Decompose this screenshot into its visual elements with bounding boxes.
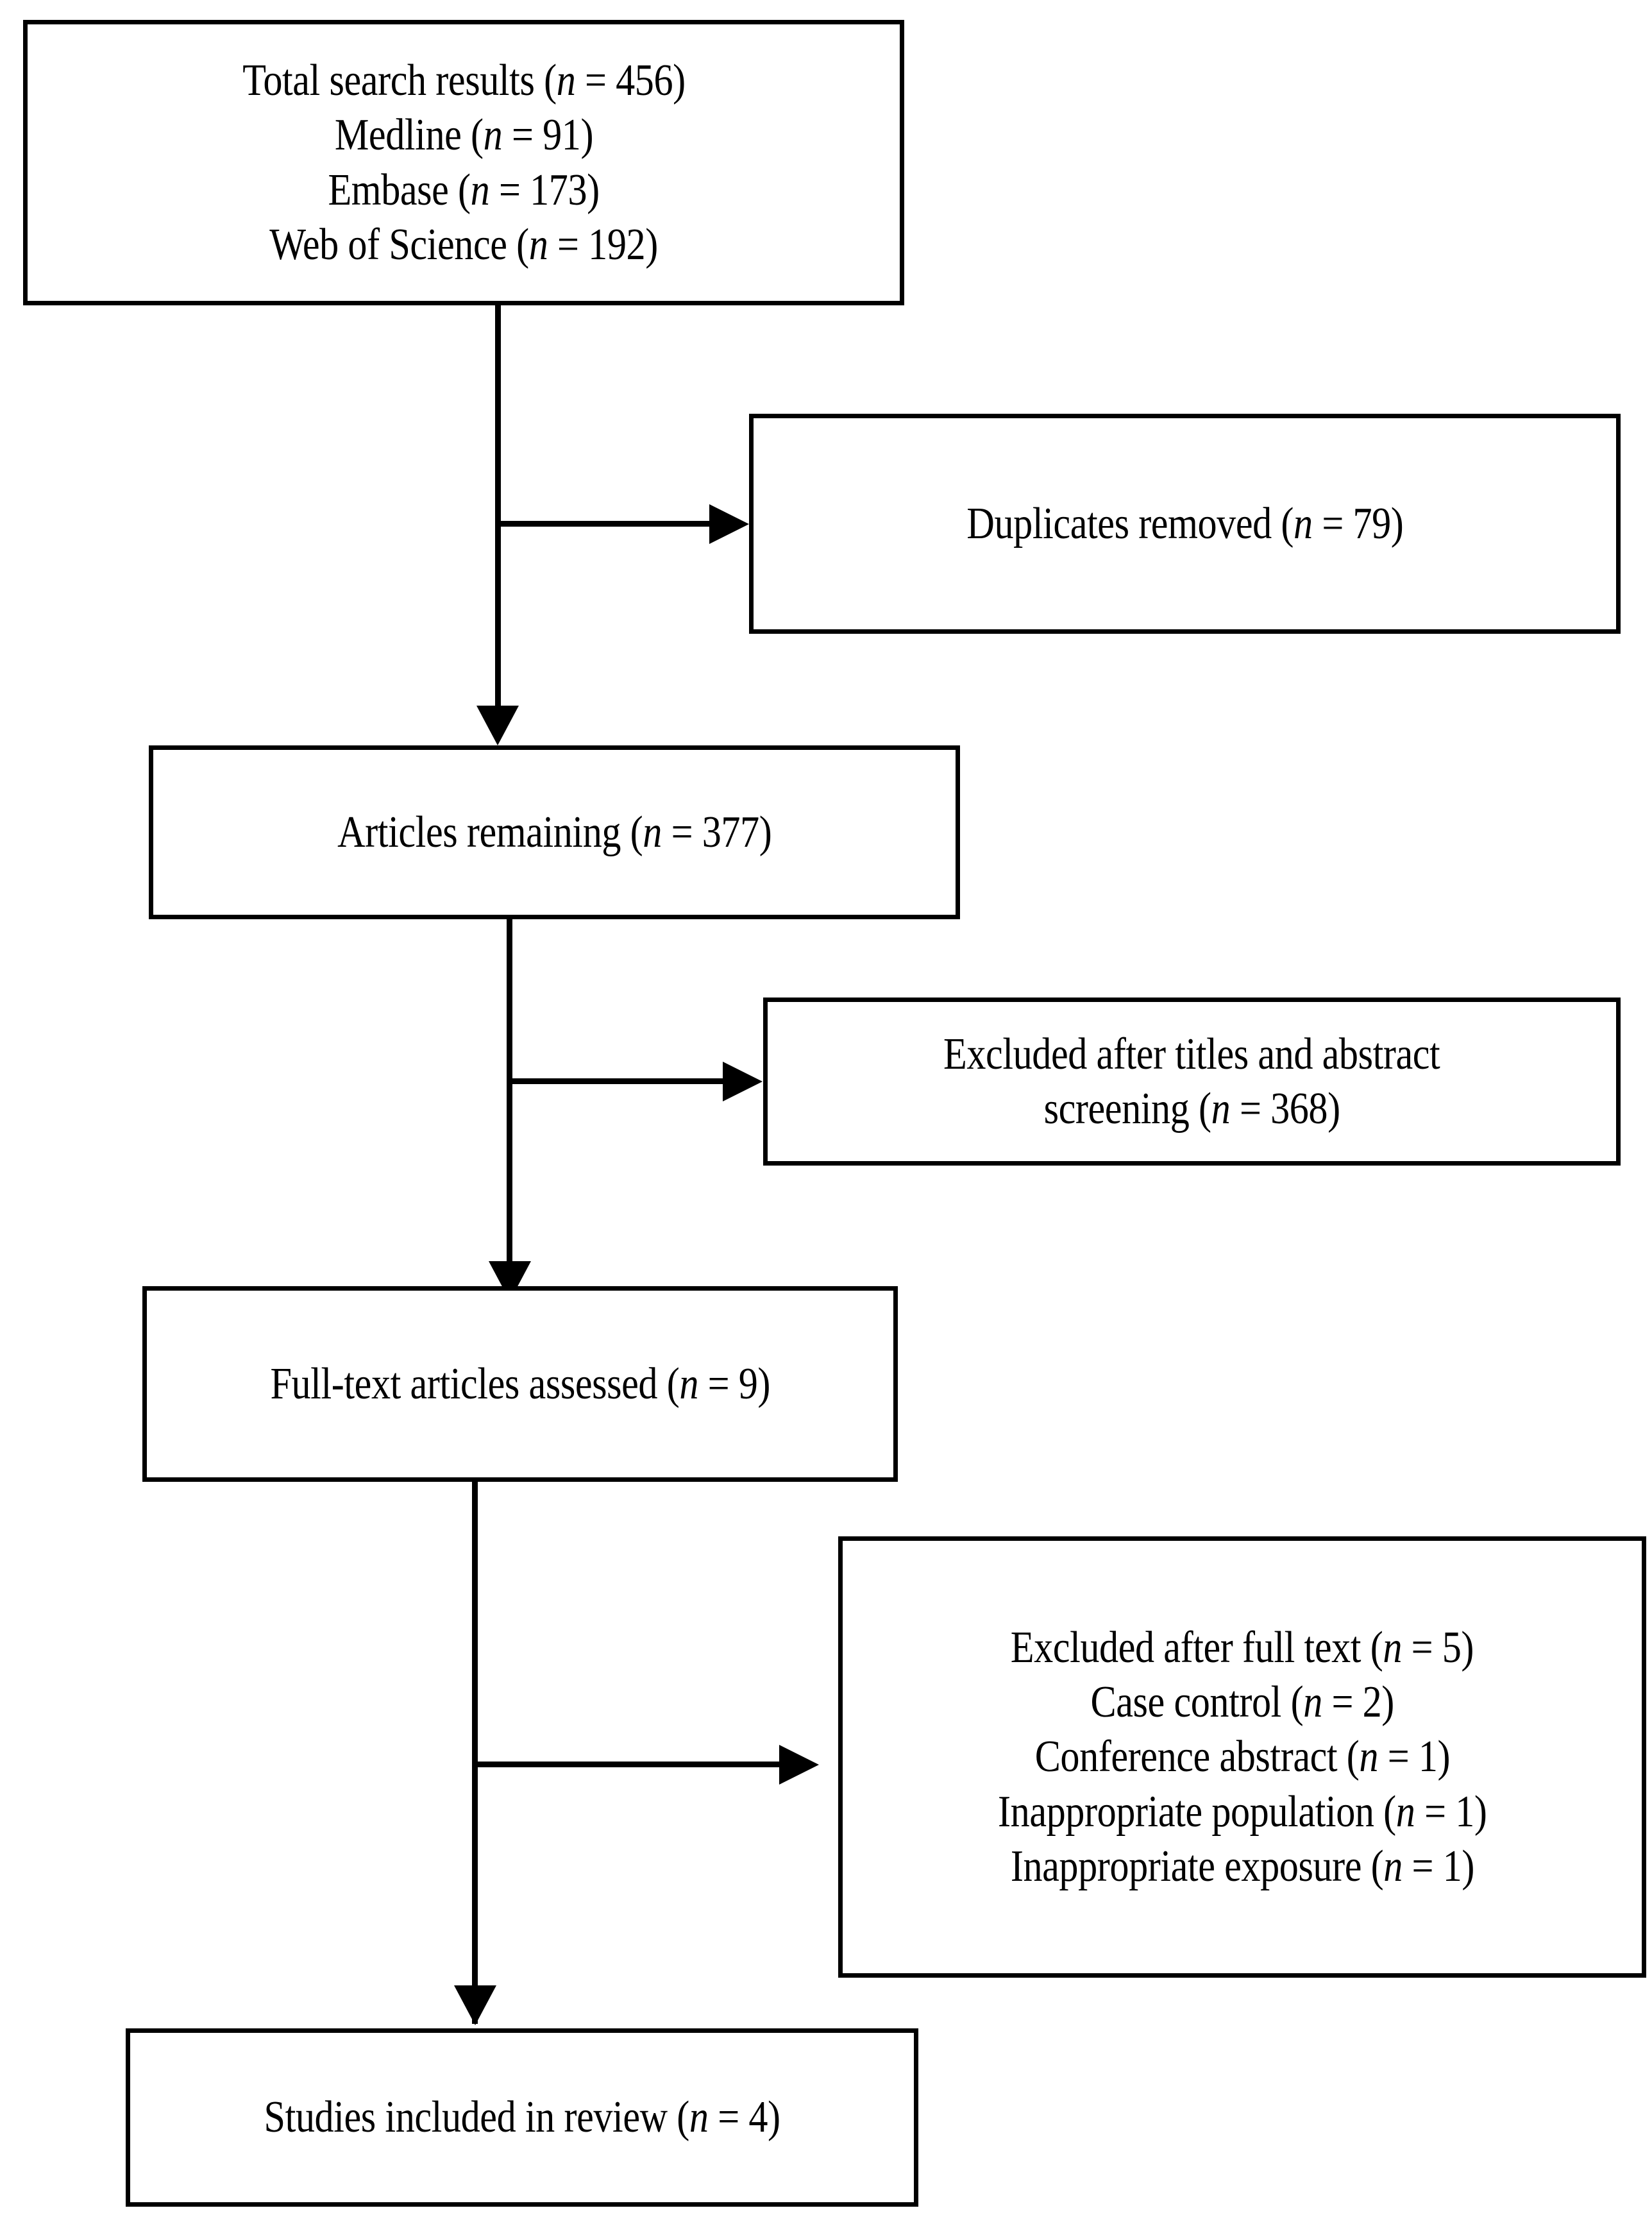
connector-total-to-remaining-stem bbox=[495, 305, 501, 729]
excluded-titles-line-2: screening (n = 368) bbox=[1043, 1082, 1340, 1136]
box-articles-remaining: Articles remaining (n = 377) bbox=[149, 745, 960, 919]
box-fulltext-articles-assessed: Full-text articles assessed (n = 9) bbox=[142, 1286, 898, 1482]
duplicates-removed-line-1: Duplicates removed (n = 79) bbox=[966, 497, 1403, 551]
excluded-fulltext-line-2: Case control (n = 2) bbox=[1090, 1675, 1394, 1729]
excluded-fulltext-line-2-tail: = 2) bbox=[1322, 1677, 1394, 1727]
excluded-titles-line-1: Excluded after titles and abstract bbox=[943, 1027, 1440, 1082]
total-search-line-4-head: Web of Science ( bbox=[269, 219, 529, 269]
total-search-line-3: Embase (n = 173) bbox=[328, 163, 600, 217]
excluded-fulltext-line-3-n: n bbox=[1358, 1732, 1378, 1782]
total-search-line-2-head: Medline ( bbox=[334, 110, 484, 160]
excluded-fulltext-line-3-tail: = 1) bbox=[1378, 1732, 1450, 1782]
excluded-fulltext-line-3-head: Conference abstract ( bbox=[1034, 1732, 1359, 1782]
excluded-titles-line-1-head: Excluded after titles and abstract bbox=[943, 1029, 1440, 1079]
box-studies-included-in-review: Studies included in review (n = 4) bbox=[126, 2028, 918, 2207]
total-search-line-4-tail: = 192) bbox=[548, 219, 658, 269]
excluded-fulltext-line-5: Inappropriate exposure (n = 1) bbox=[1010, 1839, 1474, 1894]
fulltext-assessed-line-1-n: n bbox=[679, 1359, 698, 1409]
total-search-line-4: Web of Science (n = 192) bbox=[269, 217, 658, 272]
excluded-fulltext-line-5-head: Inappropriate exposure ( bbox=[1010, 1842, 1383, 1892]
fulltext-assessed-line-1-head: Full-text articles assessed ( bbox=[270, 1359, 680, 1409]
total-search-line-1-tail: = 456) bbox=[575, 55, 686, 105]
articles-remaining-line-1-tail: = 377) bbox=[661, 807, 772, 857]
excluded-titles-line-2-n: n bbox=[1211, 1084, 1231, 1133]
connector-branch-to-excluded-titles bbox=[509, 1078, 725, 1084]
excluded-fulltext-line-5-n: n bbox=[1383, 1842, 1403, 1892]
total-search-line-4-n: n bbox=[528, 219, 548, 269]
total-search-line-2-tail: = 91) bbox=[501, 110, 594, 160]
connector-branch-to-excluded-fulltext bbox=[475, 1762, 781, 1767]
excluded-fulltext-line-1-n: n bbox=[1383, 1622, 1403, 1672]
duplicates-removed-line-1-head: Duplicates removed ( bbox=[966, 498, 1294, 548]
excluded-fulltext-line-4-head: Inappropriate population ( bbox=[997, 1787, 1396, 1837]
box-duplicates-removed: Duplicates removed (n = 79) bbox=[749, 414, 1621, 634]
total-search-line-2: Medline (n = 91) bbox=[334, 108, 593, 162]
excluded-titles-line-2-head: screening ( bbox=[1043, 1084, 1211, 1133]
total-search-line-1: Total search results (n = 456) bbox=[242, 53, 686, 108]
studies-included-line-1-n: n bbox=[689, 2093, 709, 2143]
fulltext-assessed-line-1: Full-text articles assessed (n = 9) bbox=[270, 1357, 770, 1411]
connector-branch-to-duplicates bbox=[498, 521, 711, 527]
excluded-fulltext-line-1-tail: = 5) bbox=[1402, 1622, 1474, 1672]
articles-remaining-line-1-n: n bbox=[643, 807, 662, 857]
total-search-line-3-head: Embase ( bbox=[328, 165, 471, 215]
arrowhead-right-to-excluded-titles bbox=[723, 1062, 763, 1101]
articles-remaining-line-1: Articles remaining (n = 377) bbox=[337, 805, 772, 860]
excluded-fulltext-line-1: Excluded after full text (n = 5) bbox=[1011, 1620, 1474, 1675]
total-search-line-3-n: n bbox=[470, 165, 490, 215]
excluded-fulltext-line-4-tail: = 1) bbox=[1415, 1787, 1487, 1837]
excluded-fulltext-line-1-head: Excluded after full text ( bbox=[1010, 1622, 1383, 1672]
total-search-line-3-tail: = 173) bbox=[489, 165, 600, 215]
excluded-fulltext-line-3: Conference abstract (n = 1) bbox=[1034, 1729, 1450, 1784]
box-total-search-results: Total search results (n = 456) Medline (… bbox=[23, 20, 904, 305]
total-search-line-1-n: n bbox=[556, 55, 575, 105]
duplicates-removed-line-1-n: n bbox=[1293, 498, 1313, 548]
arrowhead-right-to-duplicates bbox=[709, 504, 749, 544]
connector-remaining-to-fulltext-stem bbox=[507, 919, 512, 1285]
arrowhead-down-to-studies-included bbox=[454, 1985, 496, 2025]
excluded-fulltext-line-2-head: Case control ( bbox=[1090, 1677, 1303, 1727]
fulltext-assessed-line-1-tail: = 9) bbox=[698, 1359, 770, 1409]
excluded-fulltext-line-4-n: n bbox=[1395, 1787, 1415, 1837]
articles-remaining-line-1-head: Articles remaining ( bbox=[337, 807, 643, 857]
duplicates-removed-line-1-tail: = 79) bbox=[1312, 498, 1404, 548]
excluded-fulltext-line-5-tail: = 1) bbox=[1402, 1842, 1474, 1892]
excluded-fulltext-line-2-n: n bbox=[1302, 1677, 1322, 1727]
arrowhead-right-to-excluded-fulltext bbox=[779, 1745, 819, 1785]
total-search-line-1-head: Total search results ( bbox=[242, 55, 557, 105]
excluded-fulltext-line-4: Inappropriate population (n = 1) bbox=[998, 1785, 1487, 1839]
total-search-line-2-n: n bbox=[483, 110, 502, 160]
studies-included-line-1: Studies included in review (n = 4) bbox=[264, 2090, 780, 2144]
studies-included-line-1-head: Studies included in review ( bbox=[264, 2093, 689, 2143]
arrowhead-down-to-articles-remaining bbox=[476, 706, 519, 745]
box-excluded-after-full-text: Excluded after full text (n = 5) Case co… bbox=[838, 1536, 1646, 1978]
box-excluded-after-titles-abstract: Excluded after titles and abstract scree… bbox=[763, 998, 1621, 1166]
studies-included-line-1-tail: = 4) bbox=[708, 2093, 780, 2143]
excluded-titles-line-2-tail: = 368) bbox=[1230, 1084, 1340, 1133]
connector-fulltext-to-included-stem bbox=[472, 1482, 478, 2024]
